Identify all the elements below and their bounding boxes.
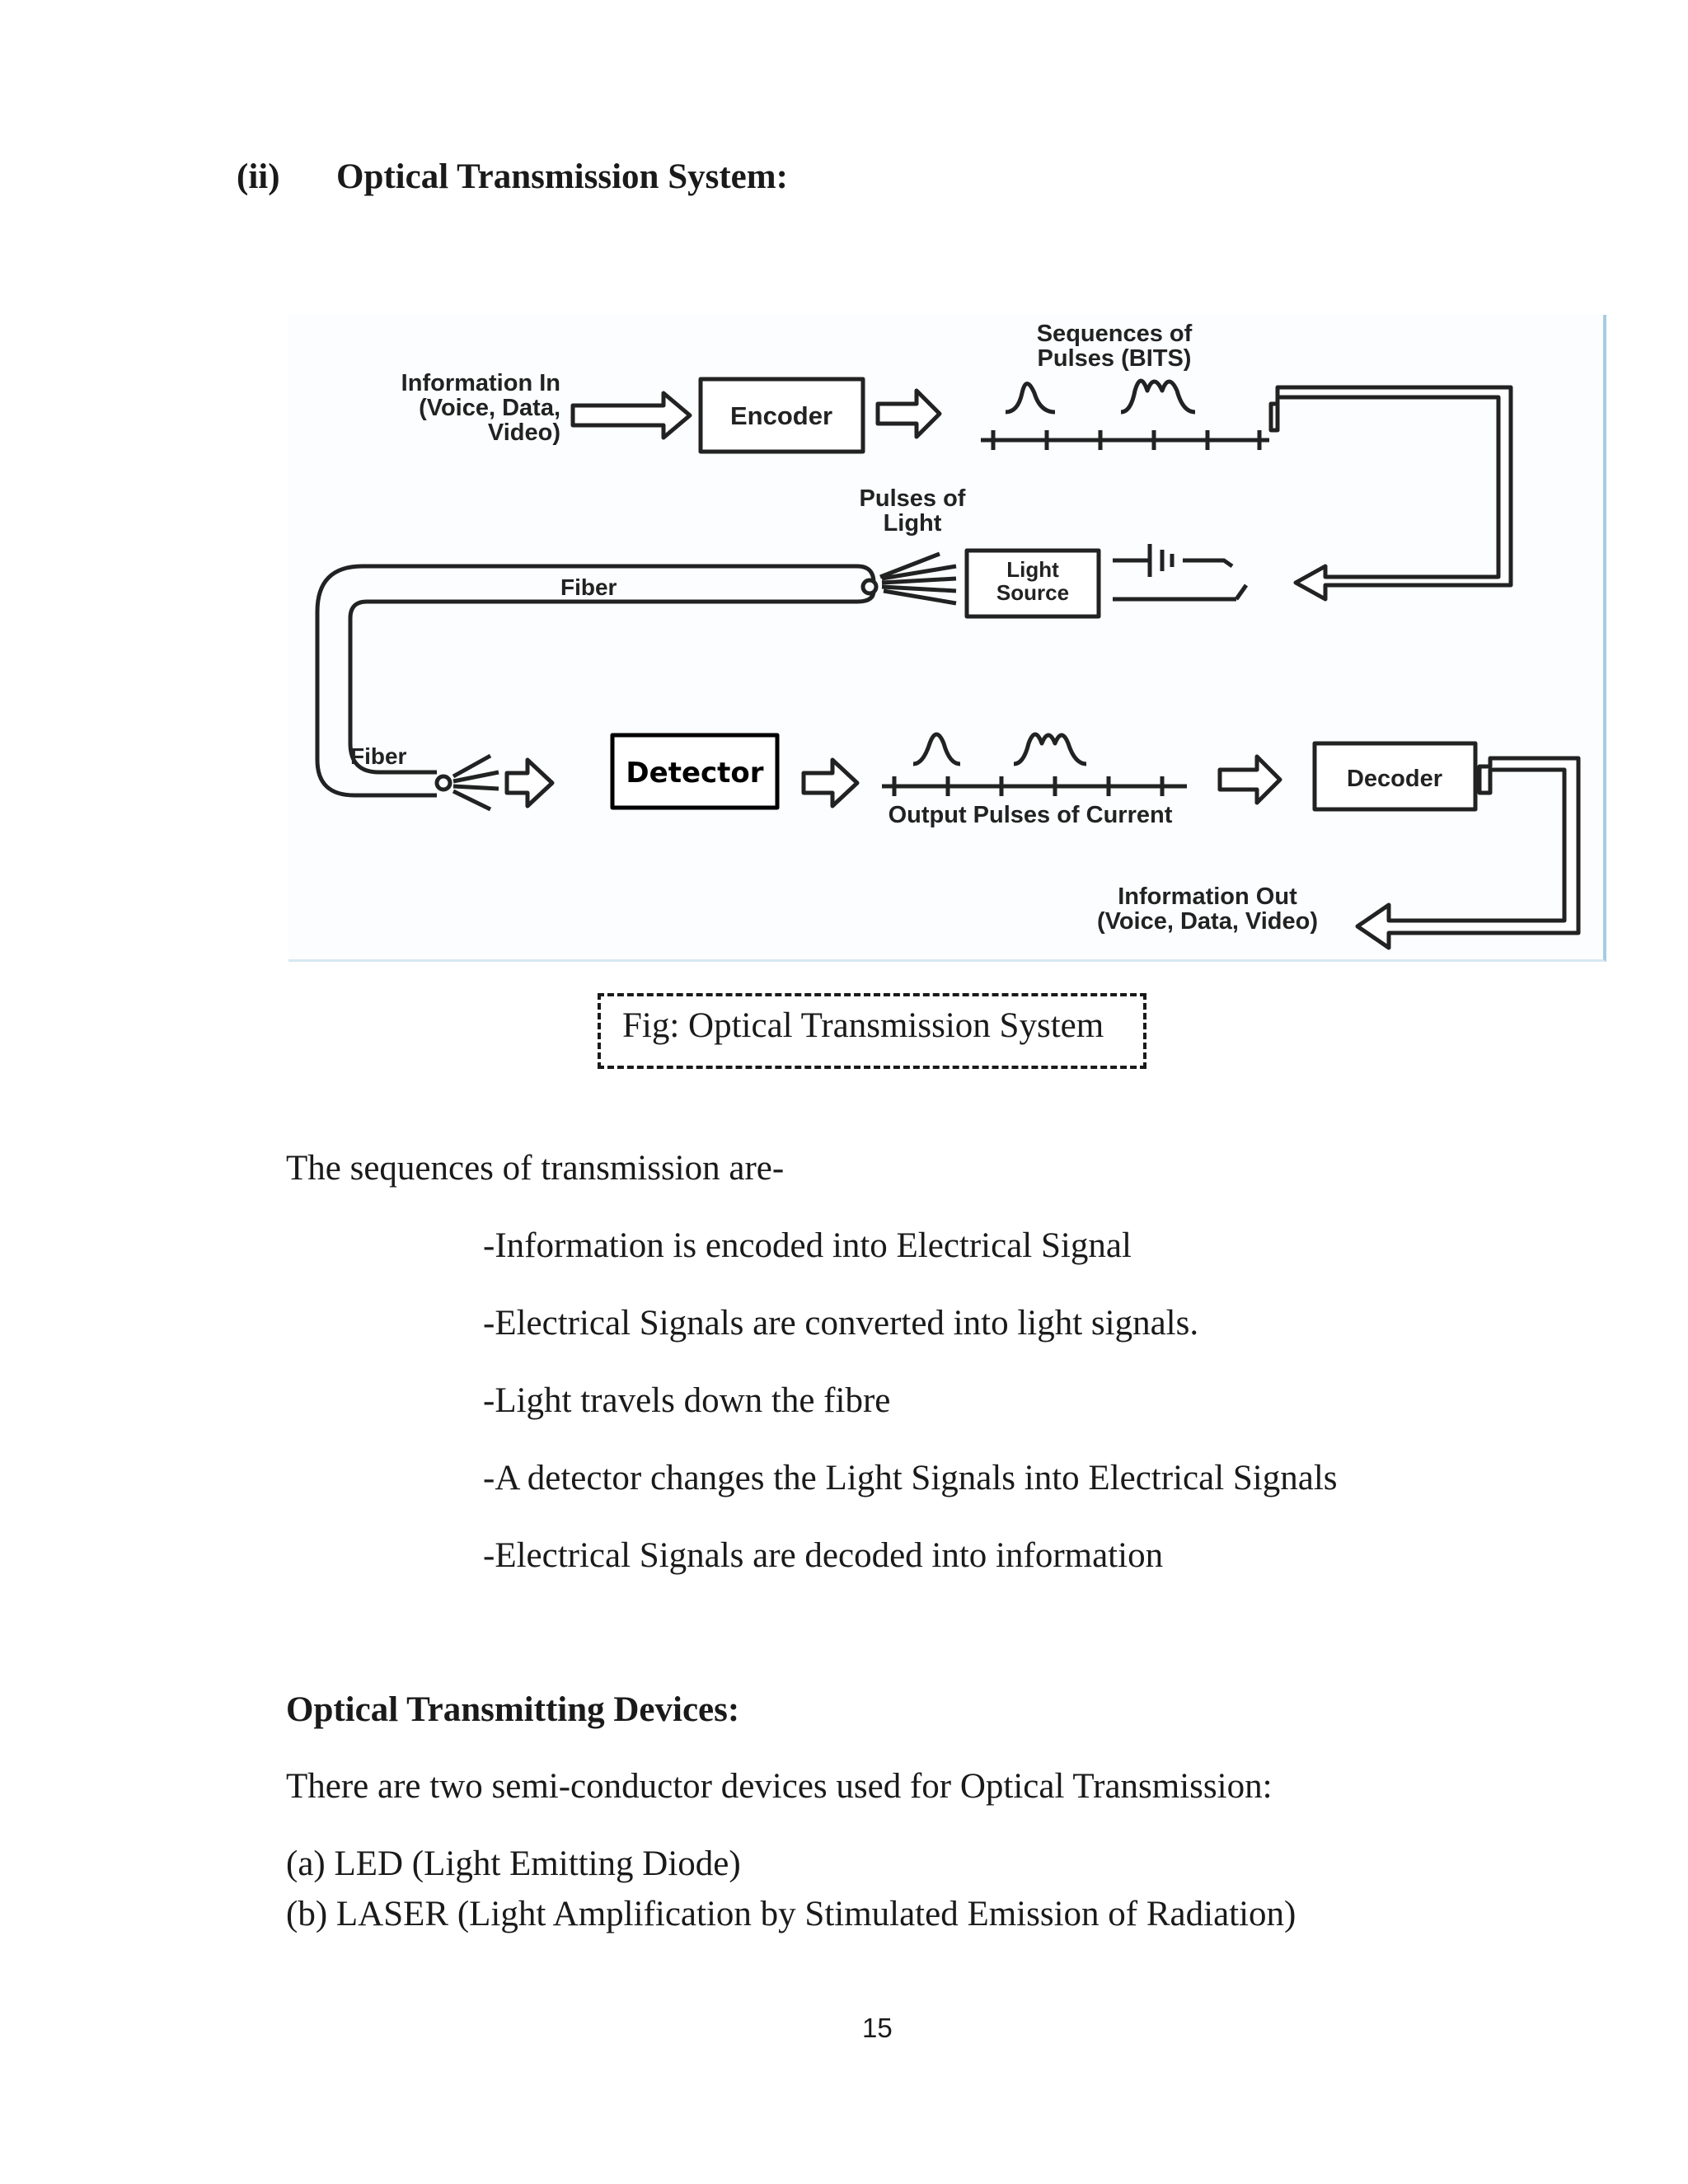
- bit-return-path: [1268, 385, 1513, 602]
- detector-box: [610, 733, 780, 810]
- encoder-box: [698, 377, 865, 454]
- bit-pulses-top: [1005, 378, 1196, 415]
- current-pulses: [912, 732, 1087, 766]
- devices-heading: Optical Transmitting Devices:: [286, 1690, 740, 1729]
- detector-arrow: [504, 757, 555, 808]
- figure-caption-box: [598, 993, 1146, 1069]
- detector-label: Detector: [626, 757, 763, 790]
- devices-intro: There are two semi-conductor devices use…: [286, 1767, 1273, 1806]
- sequence-step: -Information is encoded into Electrical …: [483, 1226, 1132, 1265]
- sequence-step: -Electrical Signals are converted into l…: [483, 1304, 1199, 1343]
- device-item: (a) LED (Light Emitting Diode): [286, 1844, 741, 1883]
- page-number: 15: [862, 2013, 893, 2043]
- output-pulses-label: Output Pulses of Current: [889, 802, 1173, 828]
- sequence-step: -Light travels down the fibre: [483, 1381, 891, 1420]
- decoder-box: [1312, 741, 1478, 812]
- section-title: Optical Transmission System:: [336, 157, 788, 196]
- fiber-top-label: Fiber: [560, 574, 617, 600]
- sequence-step: -A detector changes the Light Signals in…: [483, 1459, 1338, 1497]
- device-item: (b) LASER (Light Amplification by Stimul…: [286, 1895, 1296, 1933]
- optical-transmission-diagram: Information In(Voice, Data,Video) Encode…: [288, 315, 1606, 962]
- info-in-label: Information In(Voice, Data,Video): [401, 370, 560, 446]
- output-arrow: [801, 757, 860, 808]
- decoder-arrow: [1217, 754, 1282, 805]
- fiber-cable: [315, 564, 876, 798]
- info-out-path: [1355, 756, 1581, 950]
- figure-caption: Fig: Optical Transmission System: [622, 1006, 1104, 1045]
- sequence-step: -Electrical Signals are decoded into inf…: [483, 1536, 1164, 1575]
- info-in-arrow: [570, 391, 692, 440]
- info-out-label: Information Out(Voice, Data, Video): [1097, 883, 1318, 935]
- encoder-label: Encoder: [730, 401, 832, 430]
- decoder-label: Decoder: [1347, 766, 1442, 792]
- encoder-arrow: [875, 388, 942, 439]
- sequence-intro: The sequences of transmission are-: [286, 1149, 785, 1188]
- section-number: (ii): [237, 157, 280, 196]
- light-source-box: [964, 548, 1101, 619]
- fiber-bottom-label: Fiber: [350, 743, 407, 769]
- light-rays: [879, 551, 957, 606]
